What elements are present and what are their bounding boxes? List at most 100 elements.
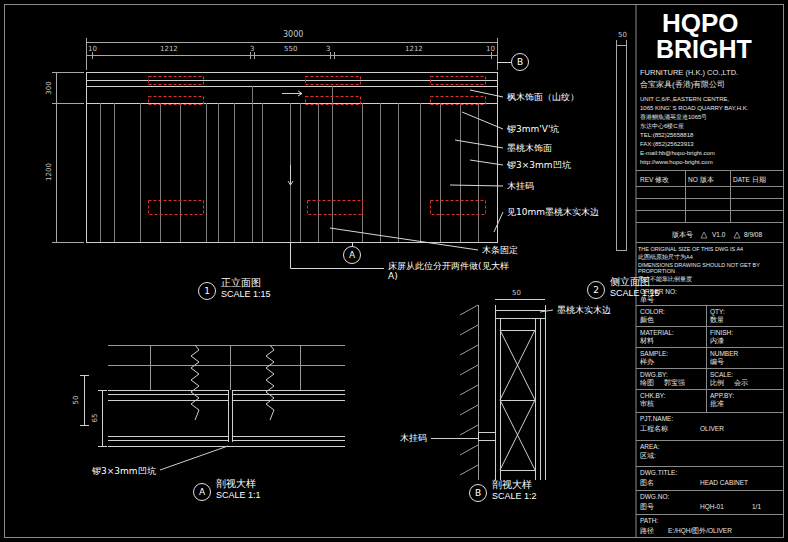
title-block-text: QTY:: [710, 308, 725, 315]
title-block-text: 绘图: [640, 379, 654, 386]
title-block-text: 样办: [640, 358, 654, 365]
annotation-text: 墨桃木实木边: [557, 305, 611, 315]
title-block-text: 颜色: [640, 316, 654, 323]
view-title: 侧立面图: [610, 276, 650, 287]
title-block-text: 路径: [640, 527, 654, 534]
title-block-text: 图名: [640, 479, 654, 486]
dimension-text: 3: [326, 45, 330, 53]
view-title: 剖视大样: [492, 479, 532, 490]
dimension-text: 1212: [160, 45, 178, 53]
title-block-text: 审核: [640, 400, 654, 407]
callout-circle: 2侧立面图SCALE 1:15: [587, 281, 605, 299]
title-block-text: 批准: [710, 400, 724, 407]
title-block-text: COLOR:: [640, 308, 665, 315]
title-block-text: 编号: [710, 358, 724, 365]
title-block-text: E:/HQH/图外/OLIVER: [668, 527, 732, 534]
title-block-text: HEAD CABINET: [700, 479, 748, 486]
title-block-text: PJT.NAME:: [640, 415, 673, 422]
title-block-text: PATH:: [640, 517, 658, 524]
title-block-text: 会示: [734, 379, 748, 386]
title-block-text: http://www.hopo-bright.com: [640, 159, 713, 166]
callout-circle: B剖视大样SCALE 1:2: [469, 484, 487, 502]
title-block-text: DIMENSIONS DRAWING SHOULD NOT GET BY PRO…: [638, 262, 782, 275]
annotation-text: 锣3×3mm凹坑: [92, 466, 156, 476]
dimension-text: 10: [486, 45, 495, 53]
title-block-text: 东达中心6楼C座: [640, 123, 684, 130]
title-block-text: 郭宝强: [664, 379, 685, 386]
title-block-text: 图号: [640, 503, 654, 510]
callout-circle: B: [511, 53, 529, 71]
scale-text: SCALE 1:1: [216, 491, 261, 501]
title-block-text: SCALE:: [710, 371, 733, 378]
title-block-text: 8/9/08: [744, 231, 762, 238]
dimension-text: 65: [91, 414, 99, 423]
title-block-text: 材料: [640, 337, 654, 344]
callout-number: A: [344, 247, 360, 263]
title-block-text: APP.BY:: [710, 392, 734, 399]
title-block-text: FAX:(852)25623913: [640, 141, 694, 148]
title-block-text: DWG.BY:: [640, 371, 668, 378]
title-block-text: FURNITURE (H.K.) CO.,LTD.: [640, 69, 738, 78]
dimension-text: 300: [45, 81, 53, 94]
annotation-text: 墨桃木饰面: [507, 143, 552, 153]
title-block-text: HQH-01: [700, 503, 724, 510]
title-block-text: 内漆: [710, 337, 724, 344]
title-block-text: 1065 KING' S ROAD QUARRY BAY,H.K.: [640, 105, 748, 112]
title-block-text: DATE 日期: [733, 176, 766, 183]
scale-text: SCALE 1:2: [492, 492, 537, 502]
title-block-text: V1.0: [712, 231, 725, 238]
scale-text: SCALE 1:15: [221, 290, 271, 300]
dimension-text: 3: [250, 45, 254, 53]
title-block-text: BRIGHT: [656, 37, 752, 62]
dimension-text: 50: [618, 31, 627, 39]
dimension-text: 50: [512, 289, 521, 297]
title-block-text: NUMBER: [710, 350, 738, 357]
title-block-text: 此图纸原始尺寸为A4: [638, 254, 693, 260]
dimension-text: 1200: [45, 163, 53, 181]
annotation-text: 枫木饰面（山纹）: [507, 92, 579, 102]
title-block-text: 香港鰂魚涌英皇道1065号: [640, 114, 707, 121]
annotation-text: 锣3×3mm凹坑: [507, 160, 571, 170]
title-block-text: SAMPLE:: [640, 350, 668, 357]
annotation-text: 木挂码: [400, 433, 427, 443]
callout-number: 1: [199, 283, 215, 299]
dimension-text: 10: [88, 45, 97, 53]
title-block-text: 版本号: [672, 231, 693, 238]
callout-circle: 1正立面图SCALE 1:15: [198, 282, 216, 300]
annotation-text: 床屏从此位分开两件做(见大样A): [388, 261, 514, 282]
dimension-text: 1212: [405, 45, 423, 53]
annotation-text: 木挂码: [507, 181, 534, 191]
title-block-text: HQPO: [662, 10, 739, 36]
title-block-text: 区域:: [640, 452, 656, 459]
annotation-text: 锣3mm'V'坑: [507, 124, 559, 134]
title-block-text: 1/1: [752, 503, 761, 510]
annotation-text: 见10mm墨桃木实木边: [507, 207, 599, 217]
callout-circle: A: [343, 246, 361, 264]
title-block-text: FINISH:: [710, 329, 733, 336]
title-block-text: AREA:: [640, 443, 660, 450]
title-block-text: REV 修改: [640, 176, 669, 183]
title-block-text: E-mail:hb@hopo-bright.com: [640, 150, 715, 157]
view-title: 剖视大样: [216, 478, 256, 489]
title-block-text: NO 版本: [688, 176, 714, 183]
title-block-text: OLIVER: [700, 425, 724, 432]
callout-number: B: [512, 54, 528, 70]
title-block-text: 合宝家具(香港)有限公司: [640, 80, 725, 89]
callout-circle: A剖视大样SCALE 1:1: [193, 483, 211, 501]
callout-number: A: [194, 484, 210, 500]
dimension-text: 3000: [283, 30, 303, 39]
title-block-text: UNIT C,6/F.,EASTERN CENTRE,: [640, 96, 729, 103]
title-block-text: 数量: [710, 316, 724, 323]
dimension-text: 50: [72, 396, 80, 405]
callout-number: 2: [588, 282, 604, 298]
title-block-text: 比例: [710, 379, 724, 386]
title-block-text: DWG.NO:: [640, 493, 669, 500]
title-block-text: 工程名称: [640, 425, 668, 432]
scale-text: SCALE 1:15: [610, 289, 660, 299]
title-block-text: CHK.BY:: [640, 392, 666, 399]
title-block-text: TEL:(852)25658818: [640, 132, 693, 139]
title-block-text: DWG.TITLE:: [640, 469, 677, 476]
title-block-text: THE ORIGINAL SIZE OF THIS DWG IS A4: [638, 246, 782, 252]
view-title: 正立面图: [221, 277, 261, 288]
